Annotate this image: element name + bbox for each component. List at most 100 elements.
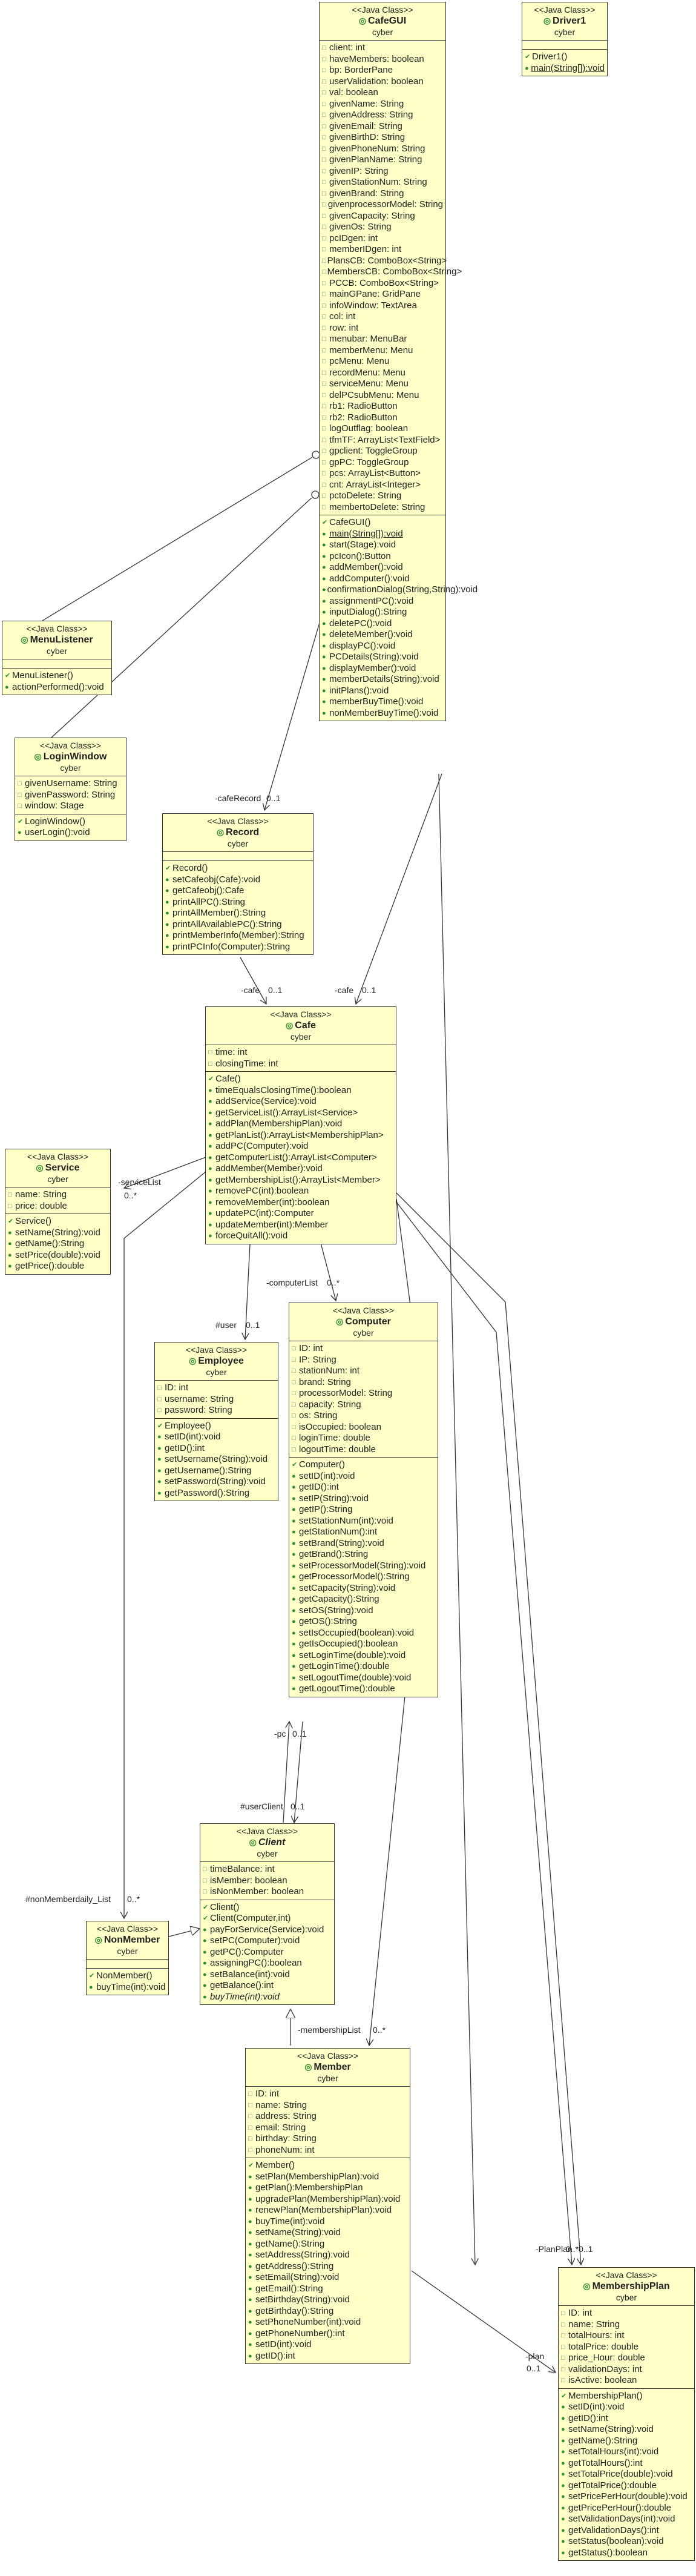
- method-row: ●deletePC():void: [322, 618, 443, 630]
- class-name: ◎CafeGUI: [321, 15, 444, 27]
- constructor-icon: ✔: [18, 817, 24, 825]
- method-text: setStationNum(int):void: [299, 1515, 393, 1526]
- field-text: givenPhoneNum: String: [329, 143, 425, 154]
- method-text: addMember(Member):void: [215, 1163, 323, 1174]
- field-row: □gpPC: ToggleGroup: [322, 457, 443, 469]
- field-text: brand: String: [299, 1376, 351, 1387]
- method-public-icon: ●: [208, 1131, 212, 1139]
- field-row: □pcMenu: Menu: [322, 356, 443, 368]
- package-name: cyber: [616, 2293, 637, 2302]
- method-public-icon: ●: [248, 2319, 252, 2326]
- label-user-client: #userClient: [240, 1802, 283, 1811]
- method-row: ●getID():int: [248, 2351, 407, 2362]
- field-row: □totalPrice: double: [561, 2342, 692, 2353]
- method-row: ●getProcessorModel():String: [292, 1571, 435, 1583]
- method-text: setPricePerHour(double):void: [568, 2491, 688, 2502]
- method-public-icon: ●: [203, 1993, 207, 2001]
- methods-section: ✔Computer()●setID(int):void●getID():int●…: [289, 1458, 438, 1697]
- method-row: ●setName(String):void: [248, 2227, 407, 2239]
- method-public-icon: ●: [203, 1948, 207, 1956]
- field-visibility-icon: □: [248, 2146, 252, 2154]
- field-row: □menubar: MenuBar: [322, 334, 443, 345]
- method-row: ●initPlans():void: [322, 685, 443, 697]
- label-membership-list-mult: 0..*: [373, 2025, 386, 2035]
- field-text: validationDays: int: [568, 2363, 642, 2374]
- label-service-list-mult: 0..*: [124, 1191, 137, 1200]
- field-text: givenName: String: [329, 98, 404, 109]
- field-visibility-icon: □: [292, 1445, 296, 1453]
- field-row: □givenBirthD: String: [322, 132, 443, 144]
- method-row: ●setPhoneNumber(int):void: [248, 2317, 407, 2328]
- method-text: getPrice():double: [15, 1261, 85, 1271]
- method-row: ●setTotalPrice(double):void: [561, 2469, 692, 2480]
- class-name: ◎MembershipPlan: [560, 2280, 693, 2292]
- method-public-icon: ●: [561, 2538, 565, 2545]
- method-text: setPlan(MembershipPlan):void: [255, 2171, 379, 2182]
- edge-cafegui-membershipplan: [438, 773, 475, 2265]
- class-icon: ◎: [304, 2062, 312, 2072]
- field-visibility-icon: □: [157, 1407, 162, 1414]
- method-row: ●getPhoneNumber():int: [248, 2328, 407, 2340]
- constructor-icon: ✔: [322, 519, 328, 526]
- field-visibility-icon: □: [322, 481, 326, 489]
- class-icon: ◎: [94, 1935, 102, 1944]
- method-text: setName(String):void: [568, 2424, 654, 2434]
- method-public-icon: ●: [292, 1607, 296, 1614]
- method-row: ●getStationNum():int: [292, 1527, 435, 1538]
- class-name-text: CafeGUI: [368, 16, 407, 26]
- method-text: getPricePerHour():double: [568, 2502, 672, 2513]
- field-row: □birthday: String: [248, 2133, 407, 2145]
- method-text: addService(Service):void: [215, 1096, 317, 1106]
- class-name: ◎Employee: [156, 1355, 277, 1367]
- field-row: □closingTime: int: [208, 1058, 393, 1070]
- method-row: ●upgradePlan(MembershipPlan):void: [248, 2194, 407, 2205]
- field-visibility-icon: □: [322, 492, 326, 500]
- method-public-icon: ●: [203, 1937, 207, 1944]
- method-row: ●setID(int):void: [248, 2339, 407, 2351]
- method-public-icon: ●: [208, 1154, 212, 1161]
- field-text: logoutTime: double: [299, 1444, 376, 1455]
- method-row: ●getID():int: [561, 2413, 692, 2425]
- method-text: getOS():String: [299, 1616, 357, 1627]
- method-text: nonMemberBuyTime():void: [329, 707, 439, 718]
- class-name: ◎NonMember: [88, 1934, 167, 1946]
- method-row: ●setCafeobj(Cafe):void: [165, 874, 310, 886]
- method-public-icon: ●: [208, 1221, 212, 1229]
- method-row: ●PCDetails(String):void: [322, 652, 443, 663]
- method-row: ●buyTime(int):void: [89, 1982, 166, 1993]
- method-text: setLogoutTime(double):void: [299, 1672, 412, 1683]
- field-text: processorModel: String: [299, 1388, 393, 1398]
- method-public-icon: ●: [157, 1456, 162, 1463]
- field-row: □givenprocessorModel: String: [322, 199, 443, 211]
- field-text: address: String: [255, 2111, 317, 2121]
- method-row: ✔Client(Computer,int): [203, 1913, 332, 1924]
- method-text: updatePC(int):Computer: [215, 1208, 314, 1218]
- method-public-icon: ●: [208, 1109, 212, 1117]
- method-public-icon: ●: [292, 1651, 296, 1659]
- method-text: setName(String):void: [15, 1227, 100, 1238]
- method-public-icon: ●: [208, 1176, 212, 1184]
- method-row: ●printMemberInfo(Member):String: [165, 930, 310, 942]
- method-text: CafeGUI(): [329, 517, 371, 527]
- label-user-client-mult: 0..1: [291, 1802, 305, 1811]
- label-cafe-1: -cafe: [241, 985, 260, 995]
- field-row: □os: String: [292, 1410, 435, 1422]
- method-row: ●userLogin():void: [18, 827, 123, 839]
- field-text: recordMenu: Menu: [329, 367, 405, 378]
